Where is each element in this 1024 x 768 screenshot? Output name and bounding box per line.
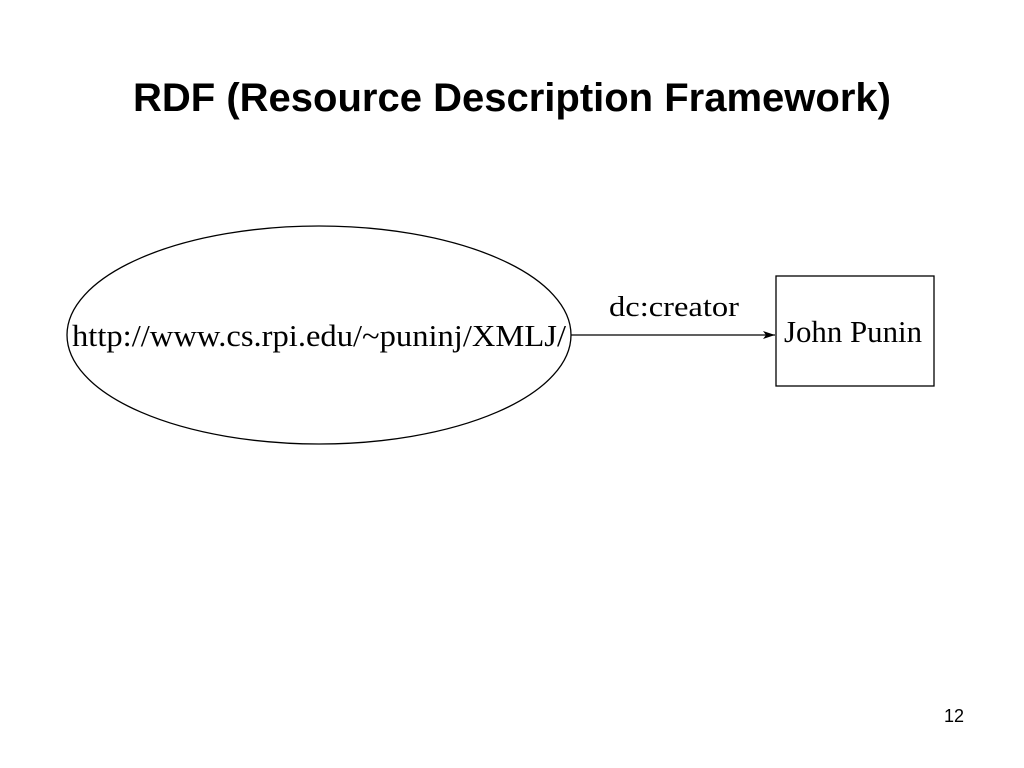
subject-label: http://www.cs.rpi.edu/~puninj/XMLJ/ xyxy=(72,318,566,353)
predicate-label: dc:creator xyxy=(609,291,739,323)
slide-title: RDF (Resource Description Framework) xyxy=(133,76,891,120)
object-node: John Punin xyxy=(775,275,935,387)
object-box xyxy=(775,275,935,387)
predicate-edge: dc:creator xyxy=(571,291,775,339)
subject-node: http://www.cs.rpi.edu/~puninj/XMLJ/ xyxy=(66,225,572,445)
object-label: John Punin xyxy=(784,314,922,349)
slide-number: 12 xyxy=(943,706,964,726)
